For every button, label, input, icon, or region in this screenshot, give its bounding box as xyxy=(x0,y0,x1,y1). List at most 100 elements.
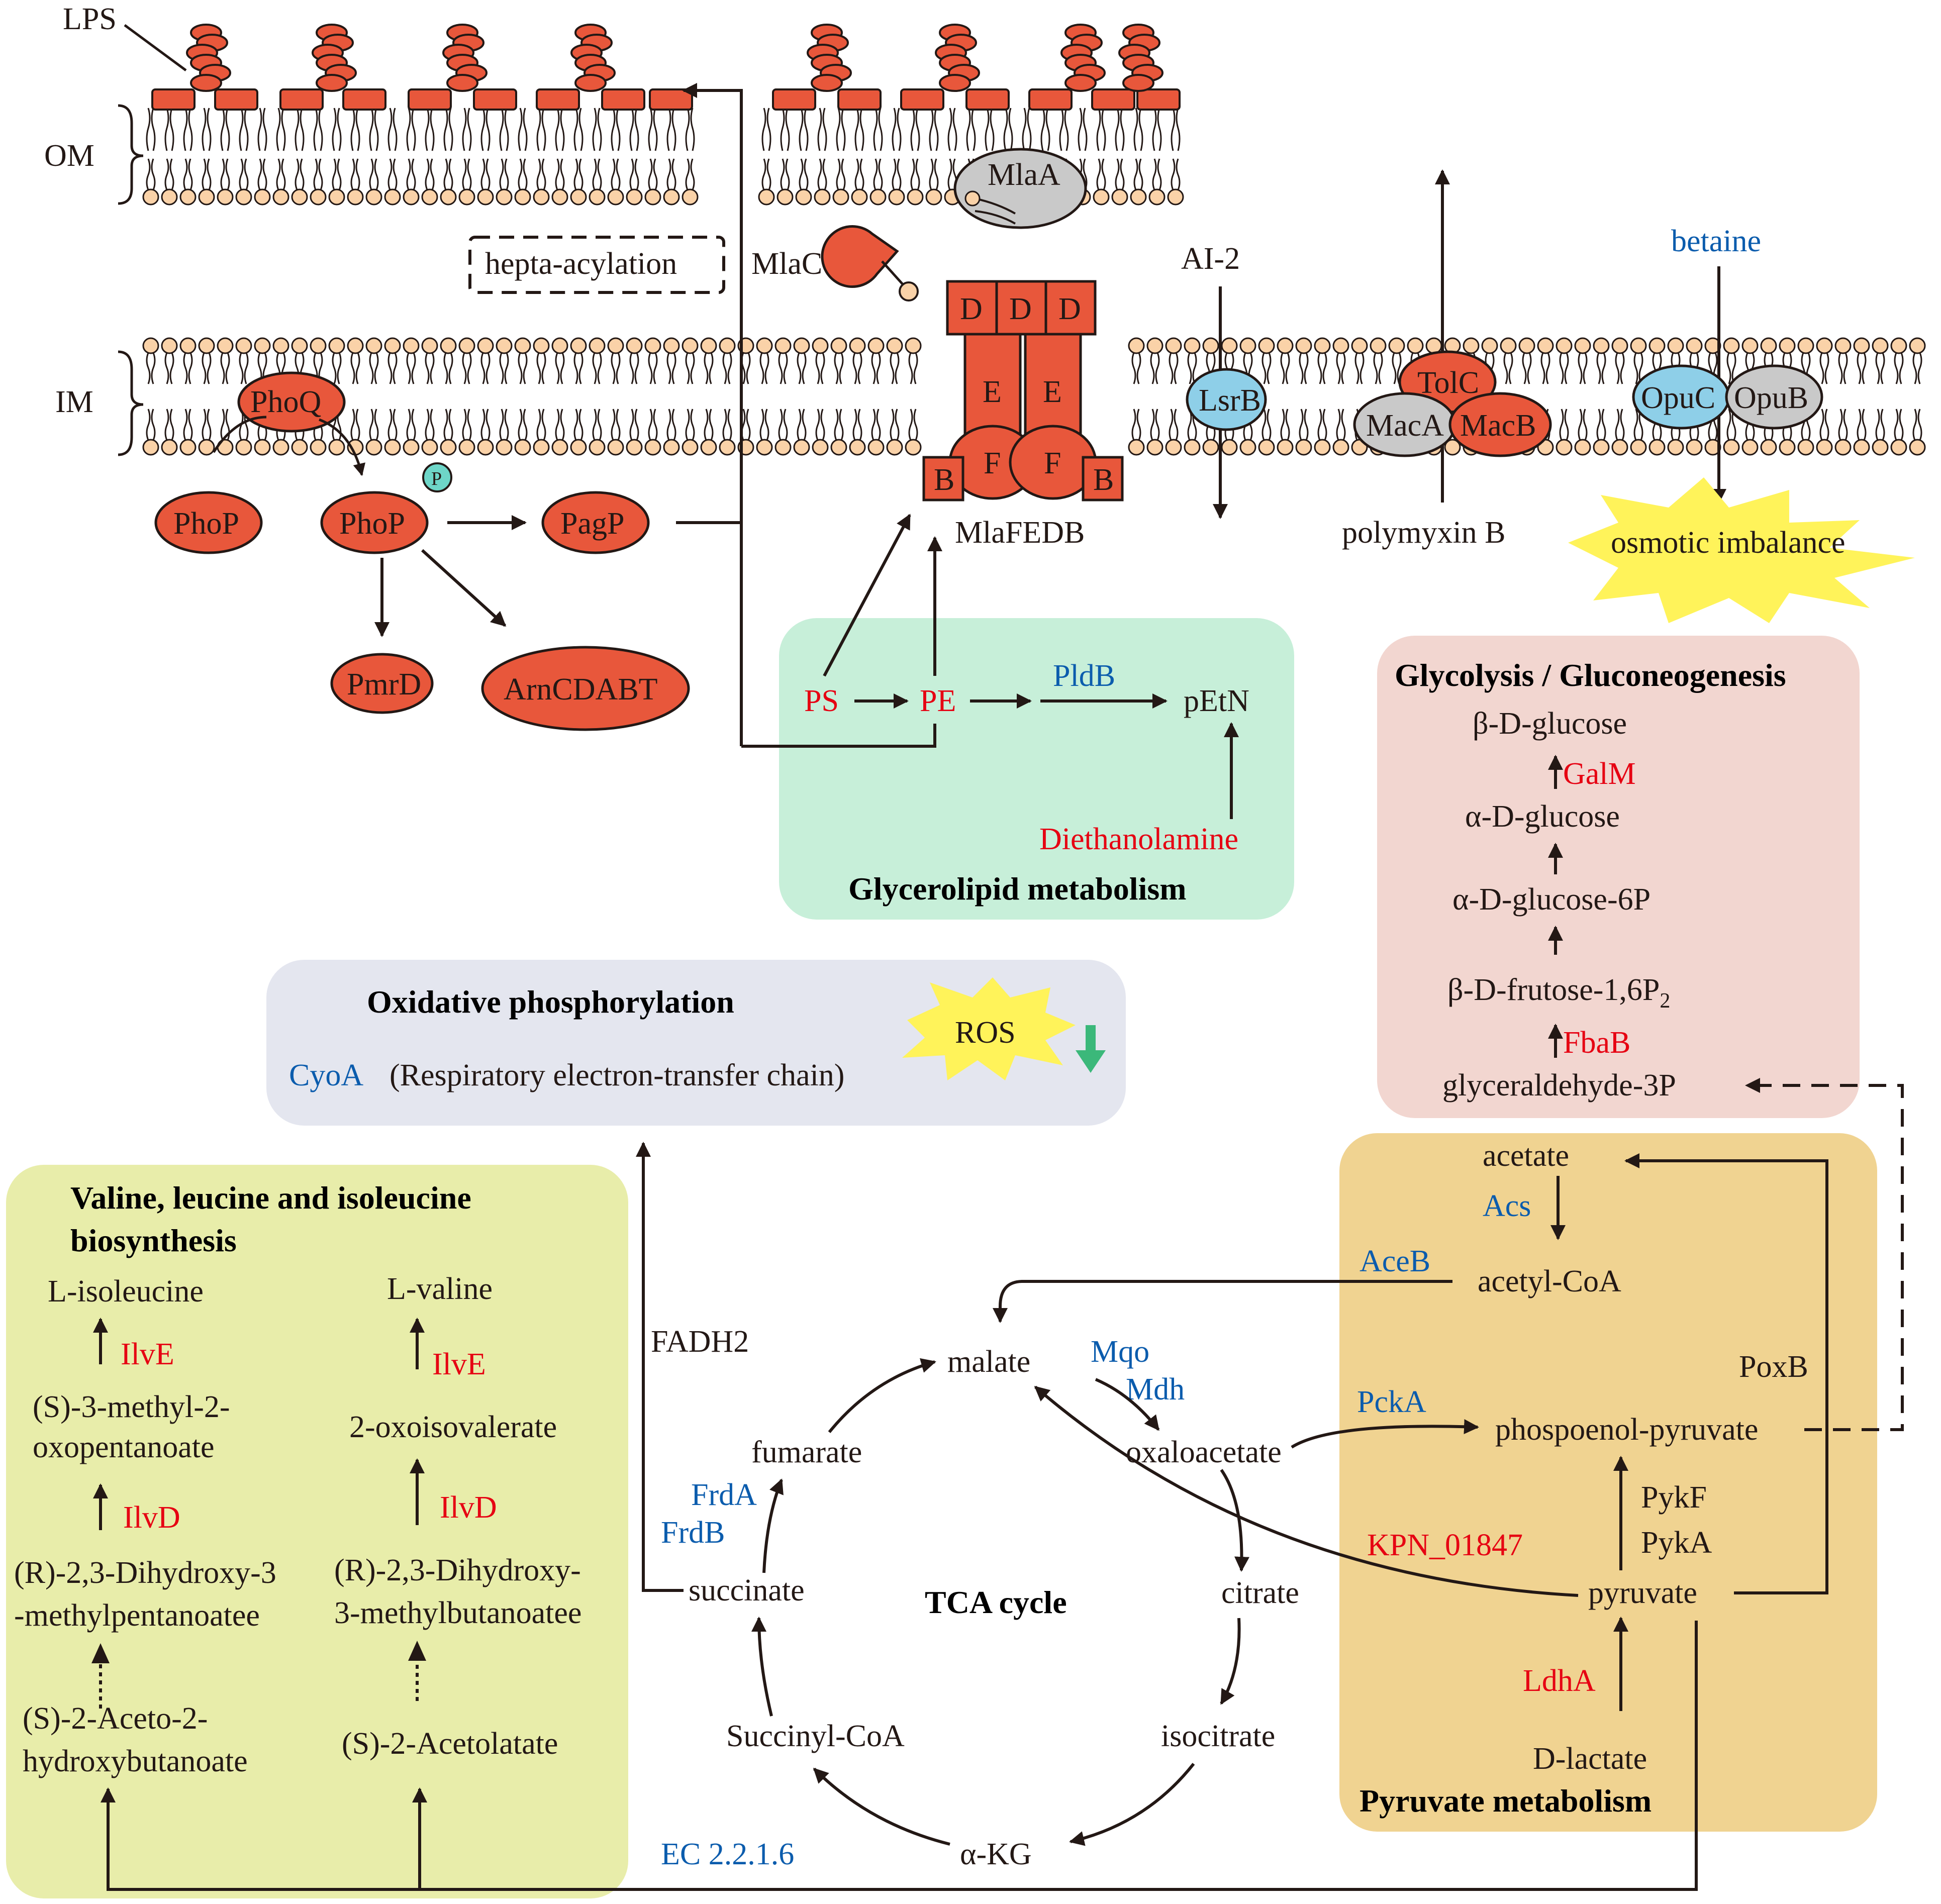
hepta-acylation-box xyxy=(468,236,725,294)
galm-label: GalM xyxy=(1563,757,1636,791)
mlafedb-complex: D D D E E F F B B xyxy=(922,280,1124,502)
fumarate-label: fumarate xyxy=(751,1435,862,1469)
poxb-label: PoxB xyxy=(1739,1350,1808,1384)
lps-molecules xyxy=(151,24,1181,111)
svg-text:D: D xyxy=(1009,292,1032,326)
om-bracket xyxy=(118,104,144,205)
oxoisovalerate-label: 2-oxoisovalerate xyxy=(349,1410,557,1444)
pyruvate-title: Pyruvate metabolism xyxy=(1360,1783,1652,1819)
a-glucose-6p-label: α-D-glucose-6P xyxy=(1452,882,1651,917)
glycerolipid-title: Glycerolipid metabolism xyxy=(848,871,1187,907)
opuc-label: OpuC xyxy=(1641,381,1715,415)
svg-text:D: D xyxy=(960,292,983,326)
s3m-label-2: oxopentanoate xyxy=(33,1430,215,1464)
akg-label: α-KG xyxy=(960,1837,1032,1871)
dlactate-label: D-lactate xyxy=(1533,1742,1647,1776)
ilve-1-label: IlvE xyxy=(121,1337,174,1371)
ps-label: PS xyxy=(804,684,839,718)
kpn-label: KPN_01847 xyxy=(1367,1528,1523,1562)
ldha-label: LdhA xyxy=(1523,1664,1596,1698)
a-glucose-label: α-D-glucose xyxy=(1465,799,1620,834)
pyruvate-label: pyruvate xyxy=(1588,1576,1697,1610)
mdh-label: Mdh xyxy=(1126,1372,1185,1407)
fadh2-label: FADH2 xyxy=(651,1325,749,1359)
pep-to-g3p-dashed xyxy=(1745,1078,1904,1431)
ec-label: EC 2.2.1.6 xyxy=(661,1837,794,1871)
ilvd-1-label: IlvD xyxy=(123,1500,180,1535)
mlaa-label: MlaA xyxy=(988,158,1060,192)
pep-label: phospoenol-pyruvate xyxy=(1495,1413,1758,1447)
macb-protein xyxy=(1448,392,1552,457)
svg-text:F: F xyxy=(1044,446,1061,480)
petn-label: pEtN xyxy=(1184,684,1249,718)
pyka-label: PykA xyxy=(1641,1526,1712,1560)
pe-label: PE xyxy=(920,684,956,718)
glycolysis-title: Glycolysis / Gluconeogenesis xyxy=(1395,657,1786,693)
lsrb-protein xyxy=(1186,368,1267,431)
maca-label: MacA xyxy=(1366,409,1444,443)
hepta-acylation-label: hepta-acylation xyxy=(485,247,677,281)
oxphos-title: Oxidative phosphorylation xyxy=(367,984,734,1020)
pldb-label: PldB xyxy=(1053,659,1115,693)
frutose-label: β-D-frutose-1,6P2 xyxy=(1447,973,1670,1013)
svg-text:B: B xyxy=(934,463,954,497)
svg-text:F: F xyxy=(984,446,1001,480)
macb-label: MacB xyxy=(1460,409,1536,443)
phosphate-icon xyxy=(422,462,452,492)
pyruvate-box xyxy=(1339,1133,1877,1832)
pagp-label: PagP xyxy=(560,507,624,541)
malate-label: malate xyxy=(947,1345,1030,1379)
r23-1b-label: -methylpentanoatee xyxy=(14,1598,260,1633)
b-glucose-label: β-D-glucose xyxy=(1473,707,1627,741)
pmrd-label: PmrD xyxy=(347,667,421,702)
mqo-label: Mqo xyxy=(1091,1335,1149,1369)
valine-title-2: biosynthesis xyxy=(70,1223,237,1258)
ros-label: ROS xyxy=(955,1016,1016,1050)
opub-label: OpuB xyxy=(1734,381,1808,415)
im-bracket xyxy=(118,350,144,456)
valine-box xyxy=(6,1165,628,1898)
oxphos-box xyxy=(266,960,1126,1126)
pmrd-protein xyxy=(330,653,434,714)
diethanolamine-label: Diethanolamine xyxy=(1039,822,1238,856)
mlac-protein xyxy=(821,225,899,288)
betaine-label: betaine xyxy=(1671,224,1761,258)
phosphate-label: P xyxy=(431,468,442,489)
arncdabt-protein xyxy=(481,646,690,731)
chain-label: (Respiratory electron-transfer chain) xyxy=(390,1058,844,1092)
l-valine-label: L-valine xyxy=(387,1272,493,1306)
succinylcoa-label: Succinyl-CoA xyxy=(726,1719,905,1753)
isocitrate-label: isocitrate xyxy=(1161,1719,1275,1753)
osmotic-burst xyxy=(1568,477,1915,623)
svg-text:D: D xyxy=(1058,292,1081,326)
mlac-label: MlaC xyxy=(751,247,822,281)
pykf-label: PykF xyxy=(1641,1480,1707,1515)
acetylcoa-label: acetyl-CoA xyxy=(1478,1264,1621,1298)
r23-2b-label: 3-methylbutanoatee xyxy=(334,1596,581,1630)
s3m-label-1: (S)-3-methyl-2- xyxy=(33,1390,230,1424)
ilve-2-label: IlvE xyxy=(432,1347,486,1381)
mlafedb-label: MlaFEDB xyxy=(955,516,1085,550)
citrate-label: citrate xyxy=(1221,1576,1299,1610)
frda-label: FrdA xyxy=(691,1478,757,1512)
cyoa-label: CyoA xyxy=(289,1058,363,1092)
lps-label: LPS xyxy=(63,2,117,36)
svg-text:B: B xyxy=(1093,463,1114,497)
s2a-label-2: hydroxybutanoate xyxy=(23,1744,248,1778)
ros-burst xyxy=(902,977,1076,1080)
oxaloacetate-label: oxaloacetate xyxy=(1126,1435,1282,1469)
r23-2a-label: (R)-2,3-Dihydroxy- xyxy=(334,1553,581,1587)
arncdabt-label: ArnCDABT xyxy=(504,672,658,707)
polymyxin-label: polymyxin B xyxy=(1342,516,1506,550)
ros-down-arrow-icon xyxy=(1076,1025,1106,1073)
g3p-label: glyceraldehyde-3P xyxy=(1442,1068,1676,1103)
lsrb-label: LsrB xyxy=(1199,383,1261,418)
om-label: OM xyxy=(44,139,94,173)
aceb-label: AceB xyxy=(1360,1244,1430,1278)
frdb-label: FrdB xyxy=(661,1516,725,1550)
tolc-label: TolC xyxy=(1417,366,1479,400)
mlaa-protein xyxy=(953,148,1087,229)
svg-text:E: E xyxy=(1043,375,1062,409)
im-label: IM xyxy=(55,385,93,419)
